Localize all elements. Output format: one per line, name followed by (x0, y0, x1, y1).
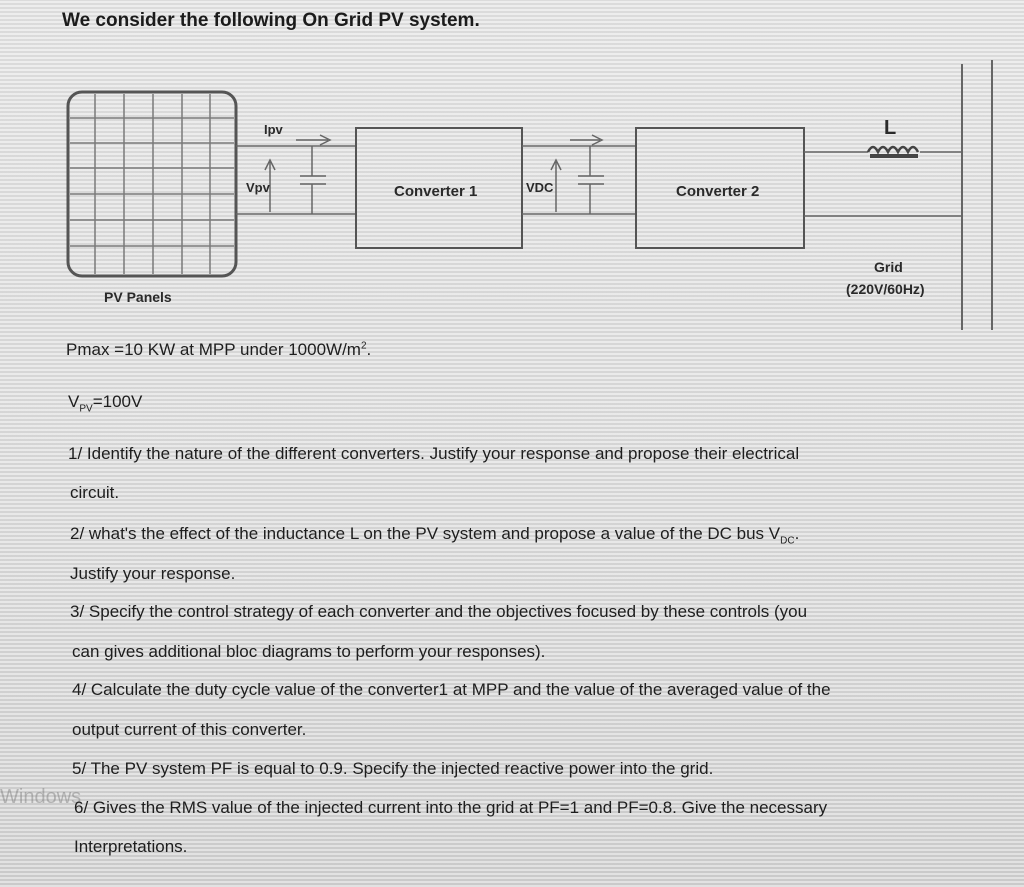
grid-label: Grid (874, 259, 903, 275)
question-1-line-2: circuit. (70, 483, 120, 502)
converter-1-box (355, 127, 523, 249)
vdc-label: VDC (526, 180, 554, 195)
pv-system-diagram: PV Panels Ipv Vpv Converter 1 VDC Conver… (66, 60, 993, 330)
ipv-label: Ipv (264, 122, 284, 137)
pmax-end: . (366, 340, 372, 359)
question-2-subscript: DC (780, 535, 795, 547)
windows-watermark: Windows (0, 786, 82, 808)
question-5-line-1: 5/ The PV system PF is equal to 0.9. Spe… (72, 759, 714, 778)
converter-1-label: Converter 1 (394, 183, 477, 200)
converter-2-label: Converter 2 (676, 183, 759, 200)
vpv-value: =100V (92, 392, 143, 411)
vpv-spec: VPV=100V (68, 392, 142, 414)
question-3-line-1: 3/ Specify the control strategy of each … (70, 602, 808, 621)
pmax-superscript: 2 (360, 340, 367, 352)
question-1-line-1: 1/ Identify the nature of the different … (68, 444, 800, 463)
question-4-line-1: 4/ Calculate the duty cycle value of the… (72, 680, 831, 699)
vpv-prefix: V (68, 392, 80, 411)
pmax-spec: Pmax =10 KW at MPP under 1000W/m2. (66, 340, 371, 360)
question-2-end: . (794, 524, 800, 543)
question-2-text: 2/ what's the effect of the inductance L… (70, 524, 781, 543)
question-6-line-2: Interpretations. (74, 837, 188, 856)
converter-2-box (635, 127, 805, 249)
vpv-label: Vpv (246, 180, 271, 195)
question-6-line-1: 6/ Gives the RMS value of the injected c… (74, 798, 828, 817)
page-heading: We consider the following On Grid PV sys… (62, 10, 480, 31)
pmax-text: Pmax =10 KW at MPP under 1000W/m (66, 340, 361, 359)
pv-panels-label: PV Panels (104, 289, 172, 305)
grid-voltage-label: (220V/60Hz) (846, 281, 925, 297)
inductor-icon (866, 145, 920, 158)
question-3-line-2: can gives additional bloc diagrams to pe… (72, 642, 546, 661)
grid-busbar (961, 60, 993, 330)
pv-panel-icon (66, 90, 238, 278)
question-2-line-2: Justify your response. (70, 564, 236, 583)
vpv-subscript: PV (79, 403, 93, 415)
inductor-label: L (884, 117, 896, 139)
question-4-line-2: output current of this converter. (72, 720, 307, 739)
question-2-line-1: 2/ what's the effect of the inductance L… (70, 524, 799, 546)
